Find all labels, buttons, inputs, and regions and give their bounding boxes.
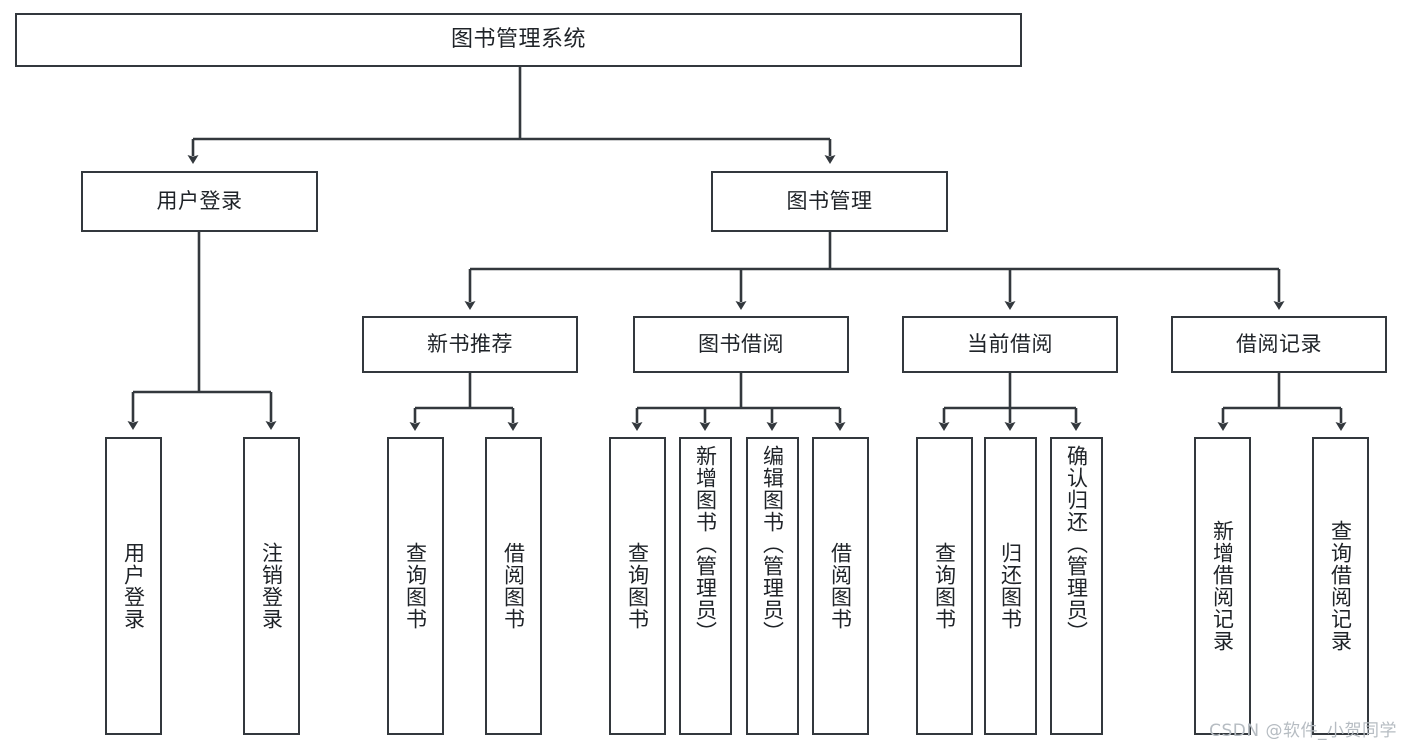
node-label: 注销登录 (259, 542, 284, 630)
node-label: 借阅图书 (501, 542, 526, 630)
node-borrow-record[interactable]: 借阅记录 (1171, 316, 1387, 373)
leaf-book-borrow-edit-book-admin[interactable]: 编辑图书（管理员） (746, 437, 799, 735)
leaf-borrow-record-query-record[interactable]: 查询借阅记录 (1312, 437, 1369, 735)
node-label: 新增借阅记录 (1210, 520, 1235, 652)
node-label: 当前借阅 (967, 331, 1053, 356)
node-label: 归还图书 (998, 542, 1023, 630)
node-label: 查询图书 (403, 542, 428, 630)
leaf-book-borrow-query-books[interactable]: 查询图书 (609, 437, 666, 735)
leaf-current-borrow-confirm-return-admin[interactable]: 确认归还（管理员） (1050, 437, 1103, 735)
node-new-book-recommendation[interactable]: 新书推荐 (362, 316, 578, 373)
leaf-book-borrow-borrow-books[interactable]: 借阅图书 (812, 437, 869, 735)
leaf-new-book-borrow-books[interactable]: 借阅图书 (485, 437, 542, 735)
node-label: 用户登录 (121, 542, 146, 630)
node-label: 编辑图书（管理员） (760, 445, 785, 643)
node-label: 用户登录 (156, 188, 243, 213)
leaf-new-book-query-books[interactable]: 查询图书 (387, 437, 444, 735)
leaf-current-borrow-query-books[interactable]: 查询图书 (916, 437, 973, 735)
node-user-login[interactable]: 用户登录 (81, 171, 318, 232)
node-label: 查询借阅记录 (1328, 520, 1353, 652)
node-label: 借阅图书 (828, 542, 853, 630)
leaf-borrow-record-add-record[interactable]: 新增借阅记录 (1194, 437, 1251, 735)
leaf-book-borrow-add-book-admin[interactable]: 新增图书（管理员） (679, 437, 732, 735)
node-label: 新书推荐 (427, 331, 513, 356)
watermark: CSDN @软件_小贺同学 (1209, 721, 1397, 741)
node-label: 图书管理系统 (450, 26, 586, 52)
node-label: 查询图书 (625, 542, 650, 630)
node-label: 确认归还（管理员） (1064, 445, 1089, 643)
node-label: 新增图书（管理员） (693, 445, 718, 643)
node-root-library-management-system[interactable]: 图书管理系统 (15, 13, 1022, 67)
node-label: 查询图书 (932, 542, 957, 630)
node-book-management[interactable]: 图书管理 (711, 171, 948, 232)
node-label: 图书借阅 (698, 331, 784, 356)
node-label: 图书管理 (786, 188, 873, 213)
leaf-user-login-signin[interactable]: 用户登录 (105, 437, 162, 735)
node-current-borrowing[interactable]: 当前借阅 (902, 316, 1118, 373)
leaf-user-login-signout[interactable]: 注销登录 (243, 437, 300, 735)
node-book-borrowing[interactable]: 图书借阅 (633, 316, 849, 373)
leaf-current-borrow-return-books[interactable]: 归还图书 (984, 437, 1037, 735)
node-label: 借阅记录 (1236, 331, 1322, 356)
